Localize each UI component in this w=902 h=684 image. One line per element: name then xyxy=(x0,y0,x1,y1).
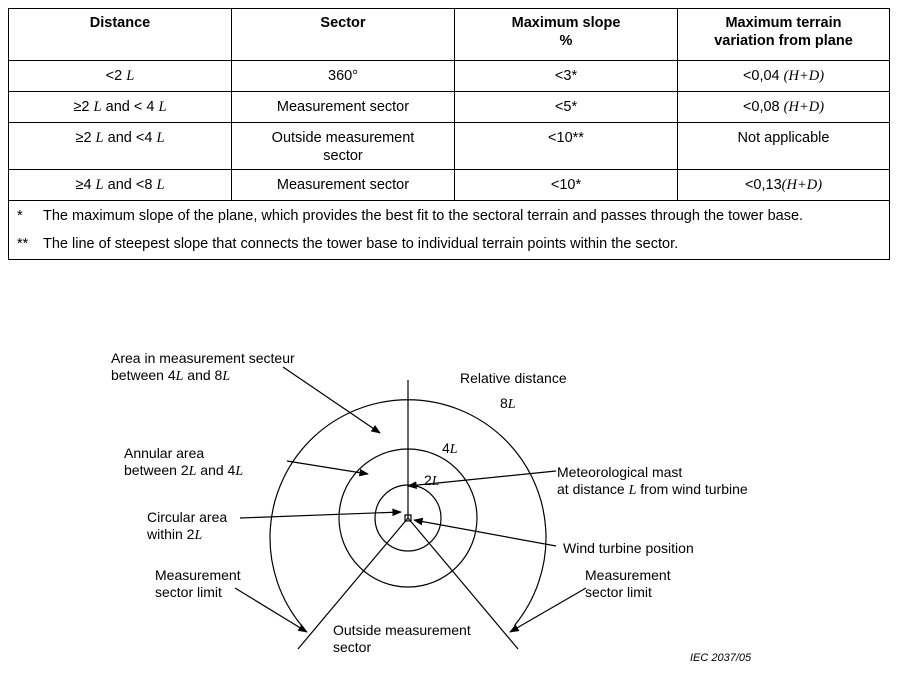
cell-sector: 360° xyxy=(231,60,455,92)
ring-label-2l: 2L xyxy=(424,472,440,489)
cell-slope: <5* xyxy=(454,91,678,123)
cell-sector: Measurement sector xyxy=(231,169,455,201)
header-sector: Sector xyxy=(231,8,455,61)
turbine-marker xyxy=(404,514,412,522)
cell-distance: ≥2 L and < 4 L xyxy=(8,91,232,123)
footnotes-cell: * The maximum slope of the plane, which … xyxy=(8,200,890,260)
arrow-met-mast xyxy=(407,470,557,489)
label-circular-area: Circular area within 2L xyxy=(147,509,228,543)
arrow-circular xyxy=(239,508,402,519)
arrow-turbine xyxy=(413,517,557,547)
label-sector-limit-right: Measurement sector limit xyxy=(585,567,671,600)
footnote: * The maximum slope of the plane, which … xyxy=(17,207,881,225)
cell-distance: <2 L xyxy=(8,60,232,92)
label-wind-turbine-position: Wind turbine position xyxy=(563,540,694,556)
arrow-sector-limit-left xyxy=(234,587,308,633)
figure-reference: IEC 2037/05 xyxy=(690,652,752,664)
arrow-annular xyxy=(286,460,369,477)
cell-distance: ≥4 L and <8 L xyxy=(8,169,232,201)
ring-label-8l: 8L xyxy=(500,395,516,412)
label-annular-area: Annular area between 2L and 4L xyxy=(124,445,244,479)
table-row: <2 L 360° <3* <0,04 (H+D) xyxy=(8,60,890,92)
ring-label-4l: 4L xyxy=(442,440,458,457)
arrow-area-measurement xyxy=(282,366,381,434)
footnote: ** The line of steepest slope that conne… xyxy=(17,235,881,253)
label-sector-limit-left: Measurement sector limit xyxy=(155,567,241,600)
footnote-text: The maximum slope of the plane, which pr… xyxy=(43,208,804,224)
sector-limit-left-line xyxy=(297,517,409,650)
table-row: ≥2 L and <4 L Outside measurement sector… xyxy=(8,122,890,170)
footnote-marker: ** xyxy=(17,236,29,252)
cell-variation: <0,13(H+D) xyxy=(677,169,890,201)
cell-sector: Outside measurement sector xyxy=(231,122,455,170)
label-meteorological-mast: Meteorological mast at distance L from w… xyxy=(557,464,748,498)
cell-variation: <0,04 (H+D) xyxy=(677,60,890,92)
footnote-marker: * xyxy=(17,208,23,224)
table-footnotes-row: * The maximum slope of the plane, which … xyxy=(8,200,890,260)
table-row: ≥4 L and <8 L Measurement sector <10* <0… xyxy=(8,169,890,201)
footnote-text: The line of steepest slope that connects… xyxy=(43,236,679,252)
label-outside-measurement-sector: Outside measurement sector xyxy=(333,622,471,655)
cell-slope: <3* xyxy=(454,60,678,92)
table-header-row: Distance Sector Maximum slope% Maximum t… xyxy=(8,8,890,61)
terrain-requirements-table: Distance Sector Maximum slope% Maximum t… xyxy=(8,8,890,260)
cell-distance: ≥2 L and <4 L xyxy=(8,122,232,170)
label-relative-distance: Relative distance xyxy=(460,370,567,386)
sector-limit-right-line xyxy=(407,517,519,650)
cell-slope: <10* xyxy=(454,169,678,201)
cell-variation: Not applicable xyxy=(677,122,890,170)
header-distance: Distance xyxy=(8,8,232,61)
label-area-measurement-sector: Area in measurement secteur between 4L a… xyxy=(111,350,295,384)
cell-sector: Measurement sector xyxy=(231,91,455,123)
arrow-sector-limit-right xyxy=(509,587,587,633)
